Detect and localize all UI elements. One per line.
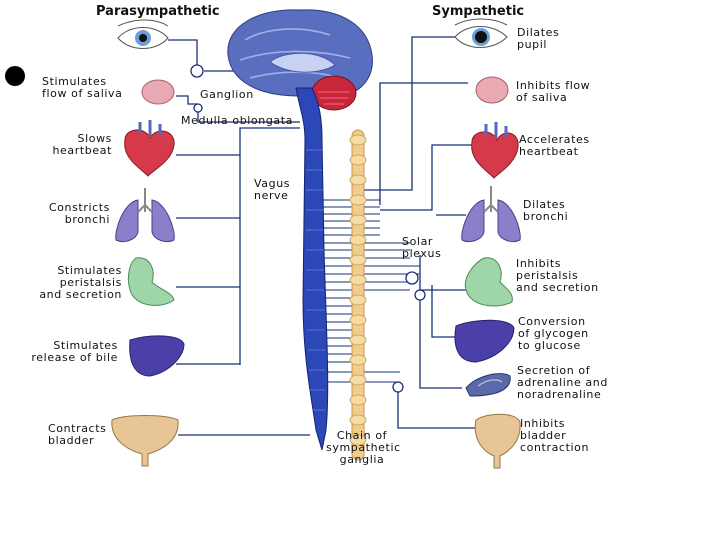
label-vagus-nerve: Vagus nerve bbox=[254, 177, 291, 202]
bladder-right bbox=[474, 413, 521, 469]
ganglion-bladder-right bbox=[392, 381, 404, 393]
lungs-left bbox=[115, 188, 175, 243]
nerve-eye-left bbox=[168, 39, 198, 66]
vagus-trunk bbox=[239, 127, 300, 365]
label-ganglion: Ganglion bbox=[200, 88, 254, 101]
nerve-adrenal-right bbox=[419, 290, 462, 389]
label-accelerates-heartbeat: Accelerates heartbeat bbox=[519, 133, 590, 158]
parasympathetic-heading: Parasympathetic bbox=[96, 4, 220, 19]
label-chain-sympathetic-ganglia: Chain of sympathetic ganglia bbox=[326, 429, 401, 466]
adrenal-gland-right bbox=[465, 373, 511, 397]
salivary-gland-right bbox=[475, 76, 509, 104]
nerve-stomach-right bbox=[419, 255, 466, 291]
label-conversion-glycogen: Conversion of glycogen to glucose bbox=[518, 315, 589, 352]
liver-right bbox=[454, 319, 515, 363]
ganglion-eye-left bbox=[190, 64, 204, 78]
label-medulla-oblongata: Medulla oblongata bbox=[181, 114, 294, 127]
nerve-bladder-right bbox=[397, 392, 476, 429]
slide-bullet bbox=[5, 66, 25, 86]
nerve-liver-right bbox=[431, 285, 455, 338]
label-inhibits-peristalsis: Inhibits peristalsis and secretion bbox=[516, 257, 599, 294]
heart-right bbox=[471, 122, 519, 179]
bladder-left bbox=[111, 415, 179, 467]
label-solar-plexus: Solar plexus bbox=[402, 235, 442, 260]
nerve-saliva-left bbox=[176, 95, 198, 105]
nerve-ganglion-medulla bbox=[197, 112, 300, 123]
label-stimulates-saliva: Stimulates flow of saliva bbox=[42, 75, 123, 100]
label-inhibits-saliva: Inhibits flow of saliva bbox=[516, 79, 591, 104]
nerve-eye-right bbox=[356, 36, 455, 191]
liver-left bbox=[129, 335, 185, 377]
salivary-gland-left bbox=[141, 79, 175, 105]
spinal-cord-segments bbox=[306, 149, 325, 411]
sympathetic-heading: Sympathetic bbox=[432, 4, 525, 19]
solar-plexus-ganglion-1 bbox=[405, 271, 419, 285]
nerve-saliva-right bbox=[379, 82, 468, 205]
stomach-left bbox=[127, 257, 175, 306]
spinal-connections bbox=[316, 199, 420, 383]
ganglion-saliva-left bbox=[193, 103, 203, 113]
stomach-right bbox=[464, 257, 513, 307]
label-dilates-pupil: Dilates pupil bbox=[517, 26, 560, 51]
label-constricts-bronchi: Constricts bronchi bbox=[48, 201, 110, 226]
label-contracts-bladder: Contracts bladder bbox=[48, 422, 107, 447]
label-inhibits-bladder: Inhibits bladder contraction bbox=[520, 417, 590, 454]
label-slows-heartbeat: Slows heartbeat bbox=[52, 132, 112, 157]
lungs-right bbox=[461, 186, 521, 243]
chain-beads bbox=[349, 134, 367, 446]
eye-right bbox=[454, 18, 508, 48]
heart-left bbox=[124, 120, 175, 177]
eye-left bbox=[117, 19, 169, 49]
brain bbox=[227, 9, 373, 111]
label-stimulates-bile: Stimulates release of bile bbox=[31, 339, 118, 364]
solar-plexus-ganglion-2 bbox=[414, 289, 426, 301]
label-secretion-adrenaline: Secretion of adrenaline and noradrenalin… bbox=[517, 364, 608, 401]
spinal-cord bbox=[295, 87, 329, 451]
label-stimulates-peristalsis: Stimulates peristalsis and secretion bbox=[39, 264, 122, 301]
label-dilates-bronchi: Dilates bronchi bbox=[523, 198, 569, 223]
nerve-heart-right bbox=[380, 144, 472, 211]
